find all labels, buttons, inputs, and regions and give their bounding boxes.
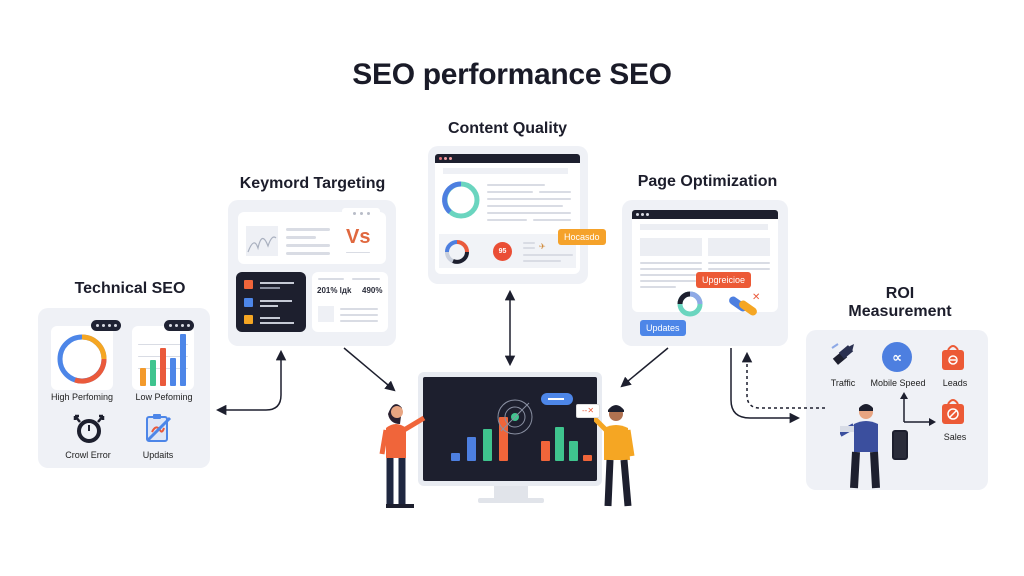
woman-shoes <box>386 504 414 508</box>
man-speech-card: --✕ <box>576 404 600 418</box>
keyword-targeting-label: Keymord Targeting <box>239 175 386 192</box>
chart-bar <box>451 453 460 461</box>
low-performing-card <box>132 320 194 390</box>
upgrade-tag: Upgreicioe <box>696 272 752 288</box>
chart-bar <box>569 441 578 461</box>
chart-bar <box>583 455 592 461</box>
donut-chart-icon <box>57 334 107 384</box>
page-browser-window <box>632 210 778 312</box>
chart-bar <box>555 427 564 461</box>
keyword-stats-card: 201% lдk 490% <box>312 272 388 332</box>
monitor-base <box>478 498 544 503</box>
low-performing-label: Low Pefoming <box>135 392 193 402</box>
stat-left: 201% lдk <box>317 286 352 295</box>
content-browser-window: 95 ✈ <box>435 154 580 274</box>
content-quality-label: Content Quality <box>447 120 568 137</box>
stopwatch-icon <box>73 414 105 443</box>
progress-ring-icon <box>677 291 703 317</box>
keyword-list-card <box>236 272 306 332</box>
keyword-comparison-card: Vs <box>238 208 386 264</box>
updates-tag: Updates <box>640 320 686 336</box>
high-performing-card <box>51 320 121 390</box>
man-presenter-illustration <box>594 405 635 507</box>
crawl-error-label: Crowl Error <box>65 450 111 460</box>
technical-seo-panel: High Perfoming Low Pefoming Crowl Error … <box>38 308 210 468</box>
bar-chart-icon <box>138 334 188 386</box>
keyword-targeting-panel: Vs 201% lдk 490% <box>228 200 396 346</box>
page-title: SEO performance SEO <box>352 58 672 91</box>
chart-bar <box>499 417 508 461</box>
more-options-icon[interactable] <box>91 320 121 331</box>
person-illustration <box>840 404 880 489</box>
leads-label: Leads <box>942 378 968 388</box>
high-performing-label: High Perfoming <box>50 392 114 402</box>
roi-label-line2: Measurement <box>848 303 952 320</box>
roi-measurement-panel: Traffic ∝ Mobile Speed Leads Sales <box>806 330 988 490</box>
mobile-speed-label: Mobile Speed <box>870 378 926 388</box>
link-icon: ✕ <box>729 292 760 316</box>
trend-chart-icon <box>246 226 278 256</box>
page-optimization-label: Page Optimization <box>637 173 778 190</box>
chart-bar <box>483 429 492 461</box>
traffic-label: Traffic <box>830 378 856 388</box>
central-monitor <box>418 372 602 486</box>
donut-chart-icon <box>442 181 480 219</box>
page-optimization-panel: Upgreicioe ✕ Updates <box>622 200 788 346</box>
monitor-stand <box>494 486 528 498</box>
svg-text:✕: ✕ <box>752 292 760 303</box>
roi-label-line1: ROI <box>885 285 915 302</box>
donut-chart-icon <box>445 240 469 264</box>
stat-right: 490% <box>362 286 383 295</box>
plane-icon: ✈ <box>539 242 546 251</box>
clipboard-edit-icon <box>146 414 172 442</box>
chart-bar <box>541 441 550 461</box>
sales-label: Sales <box>943 432 967 442</box>
left-bar-chart <box>451 407 517 461</box>
target-icon <box>497 399 533 435</box>
woman-presenter-illustration <box>379 404 426 504</box>
quality-score: 95 <box>498 248 507 255</box>
chat-bubble-icon <box>541 393 573 405</box>
vs-text: Vs <box>346 226 371 248</box>
chart-bar <box>467 437 476 461</box>
quality-score-badge: 95 <box>493 242 512 261</box>
axis-arrows-icon <box>900 392 936 426</box>
content-quality-panel: 95 ✈ Hocasdo <box>428 146 606 284</box>
shopping-bag-icon <box>942 345 964 370</box>
content-tag: Hocasdo <box>558 229 606 245</box>
more-options-icon[interactable] <box>164 320 194 331</box>
sales-bag-icon <box>942 399 964 424</box>
updates-label: Updaits <box>142 450 174 460</box>
more-options-icon[interactable] <box>342 208 380 218</box>
speed-gauge-icon: ∝ <box>882 342 912 372</box>
monitor-screen <box>423 377 597 481</box>
phone-icon <box>892 430 908 460</box>
right-bar-chart <box>541 407 601 461</box>
technical-seo-label: Technical SEO <box>74 280 186 297</box>
satellite-icon <box>831 343 854 365</box>
